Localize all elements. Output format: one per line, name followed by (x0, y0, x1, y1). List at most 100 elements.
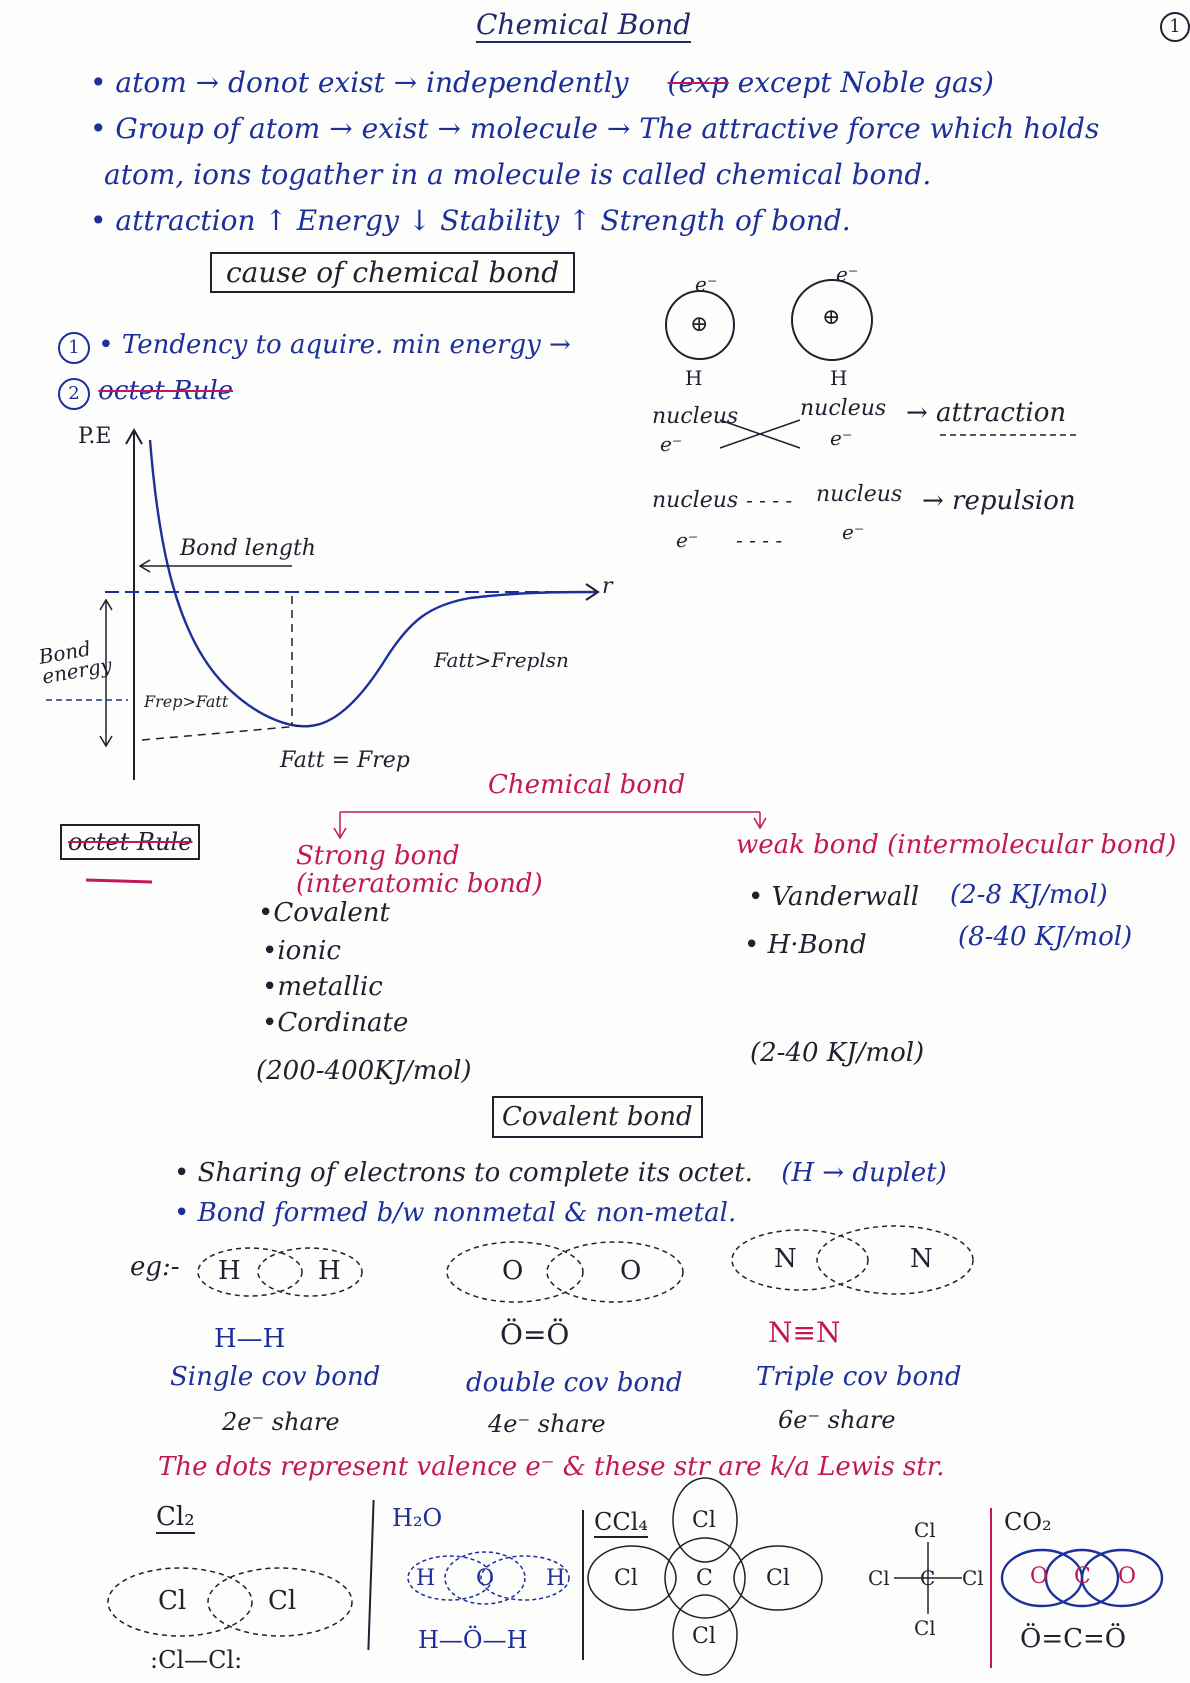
cl2-atom-right: Cl (268, 1586, 297, 1616)
ccl4-atom-cl-left: Cl (614, 1566, 638, 1591)
h2-structure: H—H (214, 1324, 286, 1354)
ccl4-atom-cl-right: Cl (766, 1566, 790, 1591)
ccl4-atom-cl-bottom: Cl (692, 1624, 716, 1649)
x-axis-arrow (585, 583, 600, 601)
cause-box: cause of chemical bond (210, 252, 576, 293)
ccl4-struct-cl-bottom: Cl (914, 1616, 936, 1640)
eg-label: eg:- (130, 1252, 180, 1282)
h-orbital-right (257, 1247, 363, 1297)
repulsion-electron-right: e⁻ (842, 520, 865, 544)
weak-item-hbond: • H·Bond (744, 930, 867, 960)
o-atom-right: O (620, 1256, 642, 1286)
graph-ylabel: P.E (78, 424, 112, 449)
fatt-label: Fatt>Freplsn (434, 648, 569, 672)
share-6e: 6e⁻ share (778, 1406, 896, 1434)
h2o-atom-o: O (476, 1566, 495, 1591)
equilibrium-label: Fatt = Frep (280, 748, 410, 773)
ccl4-struct-c: C (920, 1566, 936, 1590)
intro-line-3: • attraction ↑ Energy ↓ Stability ↑ Stre… (90, 204, 851, 237)
ccl4-atom-cl-top: Cl (692, 1508, 716, 1533)
nucleus-label-right: nucleus (800, 396, 887, 421)
n-orbital-right (816, 1225, 974, 1295)
co2-lewis-line: Ö=C=Ö (1020, 1624, 1127, 1654)
cause-item-1: 1 • Tendency to aquire. min energy → (58, 330, 571, 364)
h-label-left: H (685, 366, 703, 390)
weak-item-vanderwall: • Vanderwall (748, 882, 920, 912)
min-energy-line (141, 725, 301, 741)
electron-left: e⁻ (695, 272, 718, 296)
chemical-bond-root: Chemical bond (488, 770, 686, 800)
number-badge-1: 1 (58, 332, 90, 364)
strong-item-metallic: •metallic (262, 972, 383, 1002)
n-atom-right: N (910, 1244, 933, 1274)
single-bond-label: Single cov bond (170, 1362, 381, 1392)
co2-atom-c: C (1074, 1564, 1091, 1589)
bond-length-label: Bond length (180, 536, 316, 561)
nucleus-plus-right: ⊕ (822, 305, 841, 330)
tree-left-arrowhead (333, 827, 347, 840)
o-atom-left: O (502, 1256, 524, 1286)
co2-atom-o-left: O (1030, 1564, 1049, 1589)
nucleus-label-left: nucleus (652, 404, 739, 429)
lewis-note: The dots represent valence e⁻ & these st… (158, 1452, 945, 1482)
ccl4-atom-c: C (696, 1566, 713, 1591)
strong-bond-heading: Strong bond (interatomic bond) (296, 841, 543, 899)
covalent-point-2: • Bond formed b/w nonmetal & non-metal. (174, 1198, 737, 1228)
covalent-bond-box: Covalent bond (492, 1096, 703, 1138)
h2o-atom-h-left: H (416, 1566, 436, 1591)
bond-energy-arrowhead-top (99, 598, 113, 611)
strong-range: (200-400KJ/mol) (256, 1056, 472, 1086)
n-orbital-left (731, 1229, 869, 1291)
share-4e: 4e⁻ share (488, 1410, 606, 1438)
intro-line-2b: atom, ions togather in a molecule is cal… (104, 158, 932, 191)
tree-right-arrowhead (753, 817, 767, 830)
h2o-atom-h-right: H (546, 1566, 566, 1591)
h-label-right: H (830, 366, 848, 390)
intro-line-2a: • Group of atom → exist → molecule → The… (90, 112, 1100, 145)
repulsion-electron-left: e⁻ (676, 528, 699, 552)
page-title: Chemical Bond (476, 8, 692, 43)
nucleus-plus-left: ⊕ (690, 312, 709, 337)
repulsion-nucleus-left: nucleus (652, 488, 739, 513)
ccl4-struct-cl-right: Cl (962, 1566, 984, 1590)
electron-label-left: e⁻ (660, 432, 683, 456)
divider-2 (582, 1510, 584, 1660)
cl2-atom-left: Cl (158, 1586, 187, 1616)
electron-label-right: e⁻ (830, 426, 853, 450)
o-orbital-right (546, 1241, 684, 1303)
weak-value-vanderwall: (2-8 KJ/mol) (950, 880, 1108, 910)
ccl4-label: CCl₄ (594, 1508, 649, 1538)
o2-structure: Ö=Ö (500, 1318, 570, 1351)
co2-label: CO₂ (1004, 1508, 1052, 1536)
number-badge-2: 2 (58, 378, 90, 410)
h-orbital-left (197, 1247, 303, 1297)
weak-value-hbond: (8-40 KJ/mol) (958, 922, 1133, 952)
h2o-label: H₂O (392, 1504, 443, 1532)
n-atom-left: N (774, 1244, 797, 1274)
octet-rule-box: octet Rule (60, 824, 201, 860)
ccl4-struct-cl-left: Cl (868, 1566, 890, 1590)
intro-line-1: • atom → donot exist → independently (ex… (90, 66, 994, 99)
repulsion-nucleus-right: nucleus (816, 482, 903, 507)
cl2-label: Cl₂ (156, 1502, 195, 1534)
repulsion-dash-2: - - - - (736, 528, 783, 552)
octet-red-mark (85, 878, 153, 884)
triple-bond-label: Triple cov bond (756, 1362, 962, 1392)
pe-curve (148, 439, 597, 728)
bond-energy-arrowhead-bottom (99, 735, 113, 748)
page-number: 1 (1160, 10, 1190, 42)
share-2e: 2e⁻ share (222, 1408, 340, 1436)
h-atom-left: H (218, 1256, 241, 1286)
weak-range: (2-40 KJ/mol) (750, 1038, 925, 1068)
attraction-label: → attraction (906, 398, 1067, 428)
covalent-point-1: • Sharing of electrons to complete its o… (174, 1158, 947, 1188)
ccl4-struct-cl-top: Cl (914, 1518, 936, 1542)
repulsion-label: → repulsion (922, 486, 1076, 516)
h2o-lewis-line: H—Ö—H (418, 1626, 528, 1654)
cl2-lewis-line: :Cl—Cl: (150, 1646, 243, 1674)
y-axis-arrow (125, 427, 143, 445)
divider-3 (990, 1508, 992, 1668)
strong-item-ionic: •ionic (262, 936, 341, 966)
double-bond-label: double cov bond (466, 1368, 683, 1398)
n2-structure: N≡N (768, 1316, 841, 1349)
